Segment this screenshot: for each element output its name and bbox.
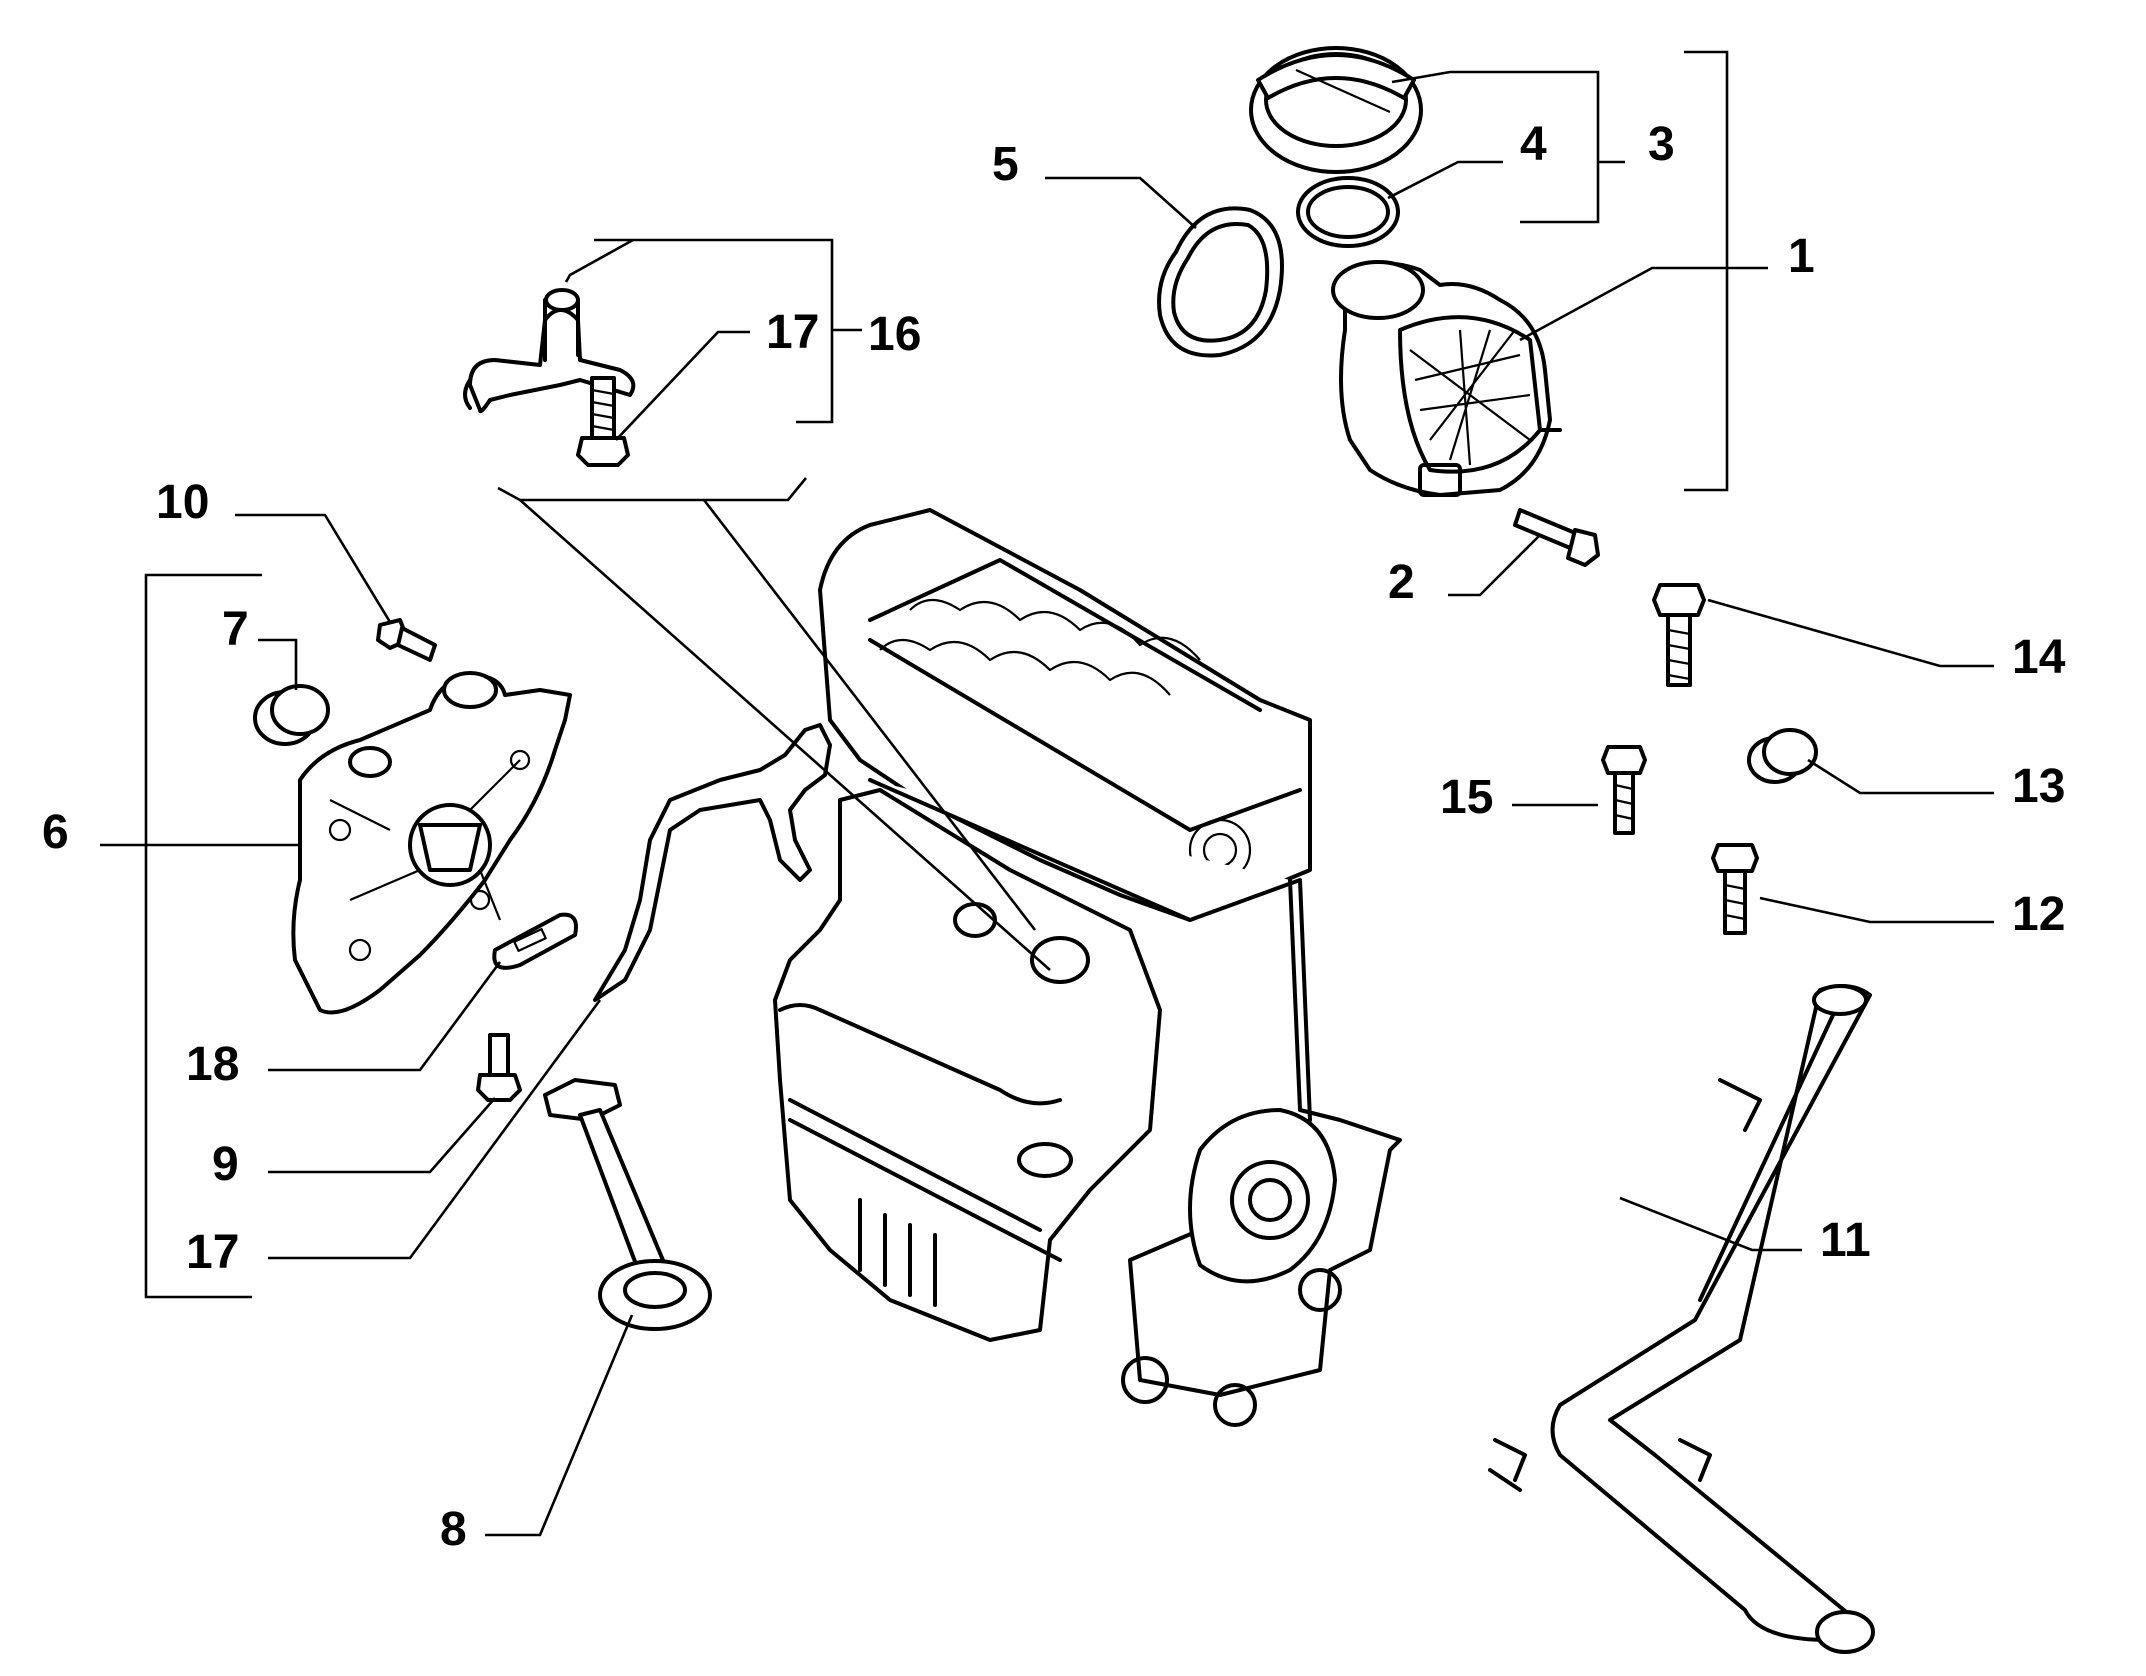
part-3-filler-cap — [1249, 46, 1423, 174]
part-13-plug — [1747, 728, 1818, 784]
part-5-gasket — [1157, 206, 1284, 358]
callout-15: 15 — [1440, 771, 1493, 824]
part-18-plate — [492, 912, 578, 970]
part-4-o-ring — [1296, 176, 1400, 248]
callout-7: 7 — [222, 603, 249, 656]
part-14-bolt — [1652, 583, 1706, 687]
part-6-oil-pump-cover — [291, 671, 572, 1015]
callout-14: 14 — [2012, 631, 2066, 684]
callout-11: 11 — [1820, 1214, 1871, 1267]
callout-labels: 1 2 3 4 5 6 7 8 9 10 11 12 13 14 15 16 1… — [42, 118, 2066, 1556]
callout-9: 9 — [212, 1138, 239, 1191]
part-1-separator-housing — [1331, 260, 1562, 497]
callout-16: 16 — [868, 308, 921, 361]
callout-5: 5 — [992, 138, 1019, 191]
part-11-pipe — [1488, 984, 1875, 1654]
part-12-bolt — [1711, 843, 1759, 935]
callout-2: 2 — [1388, 556, 1415, 609]
engine-block — [773, 508, 1402, 1427]
part-17-bolt-upper — [576, 376, 630, 467]
part-16-bracket-pipe — [463, 288, 636, 414]
callout-12: 12 — [2012, 888, 2065, 941]
part-9-bolt — [476, 1033, 522, 1102]
callout-3: 3 — [1648, 118, 1675, 171]
leader-lines — [100, 50, 1994, 1537]
callout-1: 1 — [1788, 230, 1815, 283]
callout-4: 4 — [1520, 118, 1547, 171]
callout-17-lower: 17 — [186, 1226, 239, 1279]
part-17-gasket-lower — [593, 723, 832, 1002]
callout-10: 10 — [156, 476, 209, 529]
part-8-oil-pickup — [543, 1078, 712, 1331]
part-2-bolt — [1513, 508, 1600, 567]
part-10-bolt — [376, 618, 437, 662]
callout-8: 8 — [440, 1503, 467, 1556]
callout-18: 18 — [186, 1038, 239, 1091]
part-7-seal-ring — [253, 684, 330, 746]
callout-6: 6 — [42, 806, 69, 859]
callout-13: 13 — [2012, 760, 2065, 813]
callout-17-upper: 17 — [766, 306, 819, 359]
part-15-bolt — [1601, 745, 1647, 835]
